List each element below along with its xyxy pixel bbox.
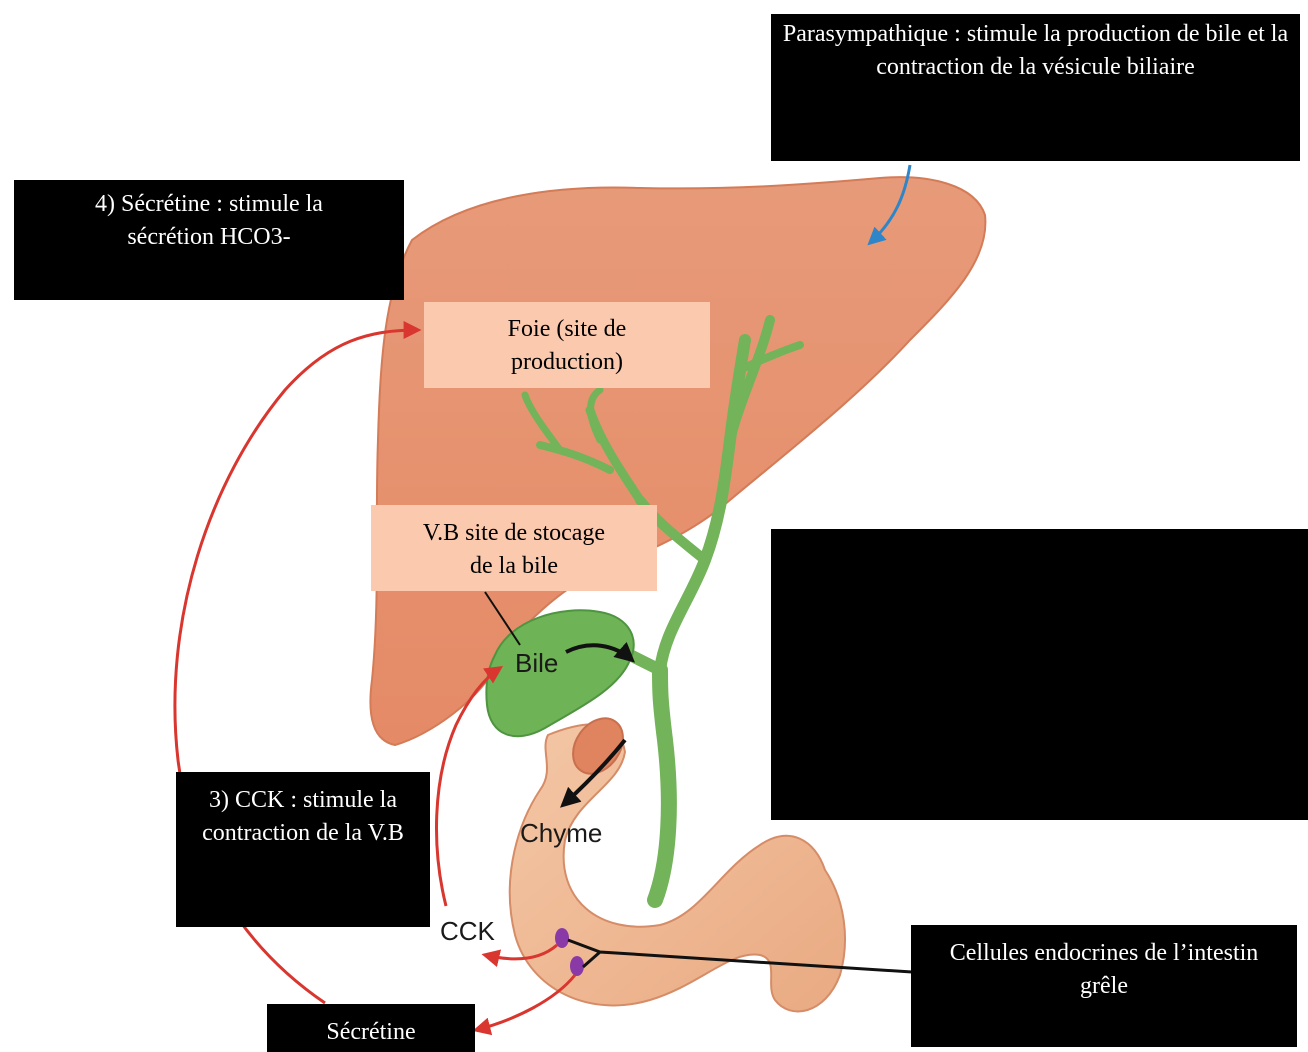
cck-effect-text: 3) CCK : stimule la contraction de la V.… (202, 787, 404, 846)
liver-label: Foie (site de production) (424, 302, 710, 388)
endocrine-cell-2 (570, 956, 584, 976)
endocrine-cell-1 (555, 928, 569, 948)
secretin-bottom-label: Sécrétine (267, 1004, 475, 1052)
secretin-effect-label: 4) Sécrétine : stimule la sécrétion HCO3… (14, 180, 404, 300)
parasympathetic-label: Parasympathique : stimule la production … (771, 14, 1300, 161)
cck-text: CCK (440, 916, 496, 946)
secretin-bottom-text: Sécrétine (326, 1019, 415, 1045)
endocrine-cells-label: Cellules endocrines de l’intestin grêle (911, 925, 1297, 1047)
cck-effect-label: 3) CCK : stimule la contraction de la V.… (176, 772, 430, 927)
secretin-effect-text: 4) Sécrétine : stimule la sécrétion HCO3… (95, 191, 323, 250)
chyme-text: Chyme (520, 818, 602, 848)
endocrine-cells-text: Cellules endocrines de l’intestin grêle (950, 940, 1259, 999)
liver-text: Foie (site de production) (508, 316, 627, 375)
gallbladder-label: V.B site de stocage de la bile (371, 505, 657, 591)
blank-label-box (771, 529, 1308, 820)
bile-text: Bile (515, 648, 558, 678)
gallbladder-text: V.B site de stocage de la bile (423, 520, 605, 579)
parasympathetic-text: Parasympathique : stimule la production … (783, 21, 1288, 80)
